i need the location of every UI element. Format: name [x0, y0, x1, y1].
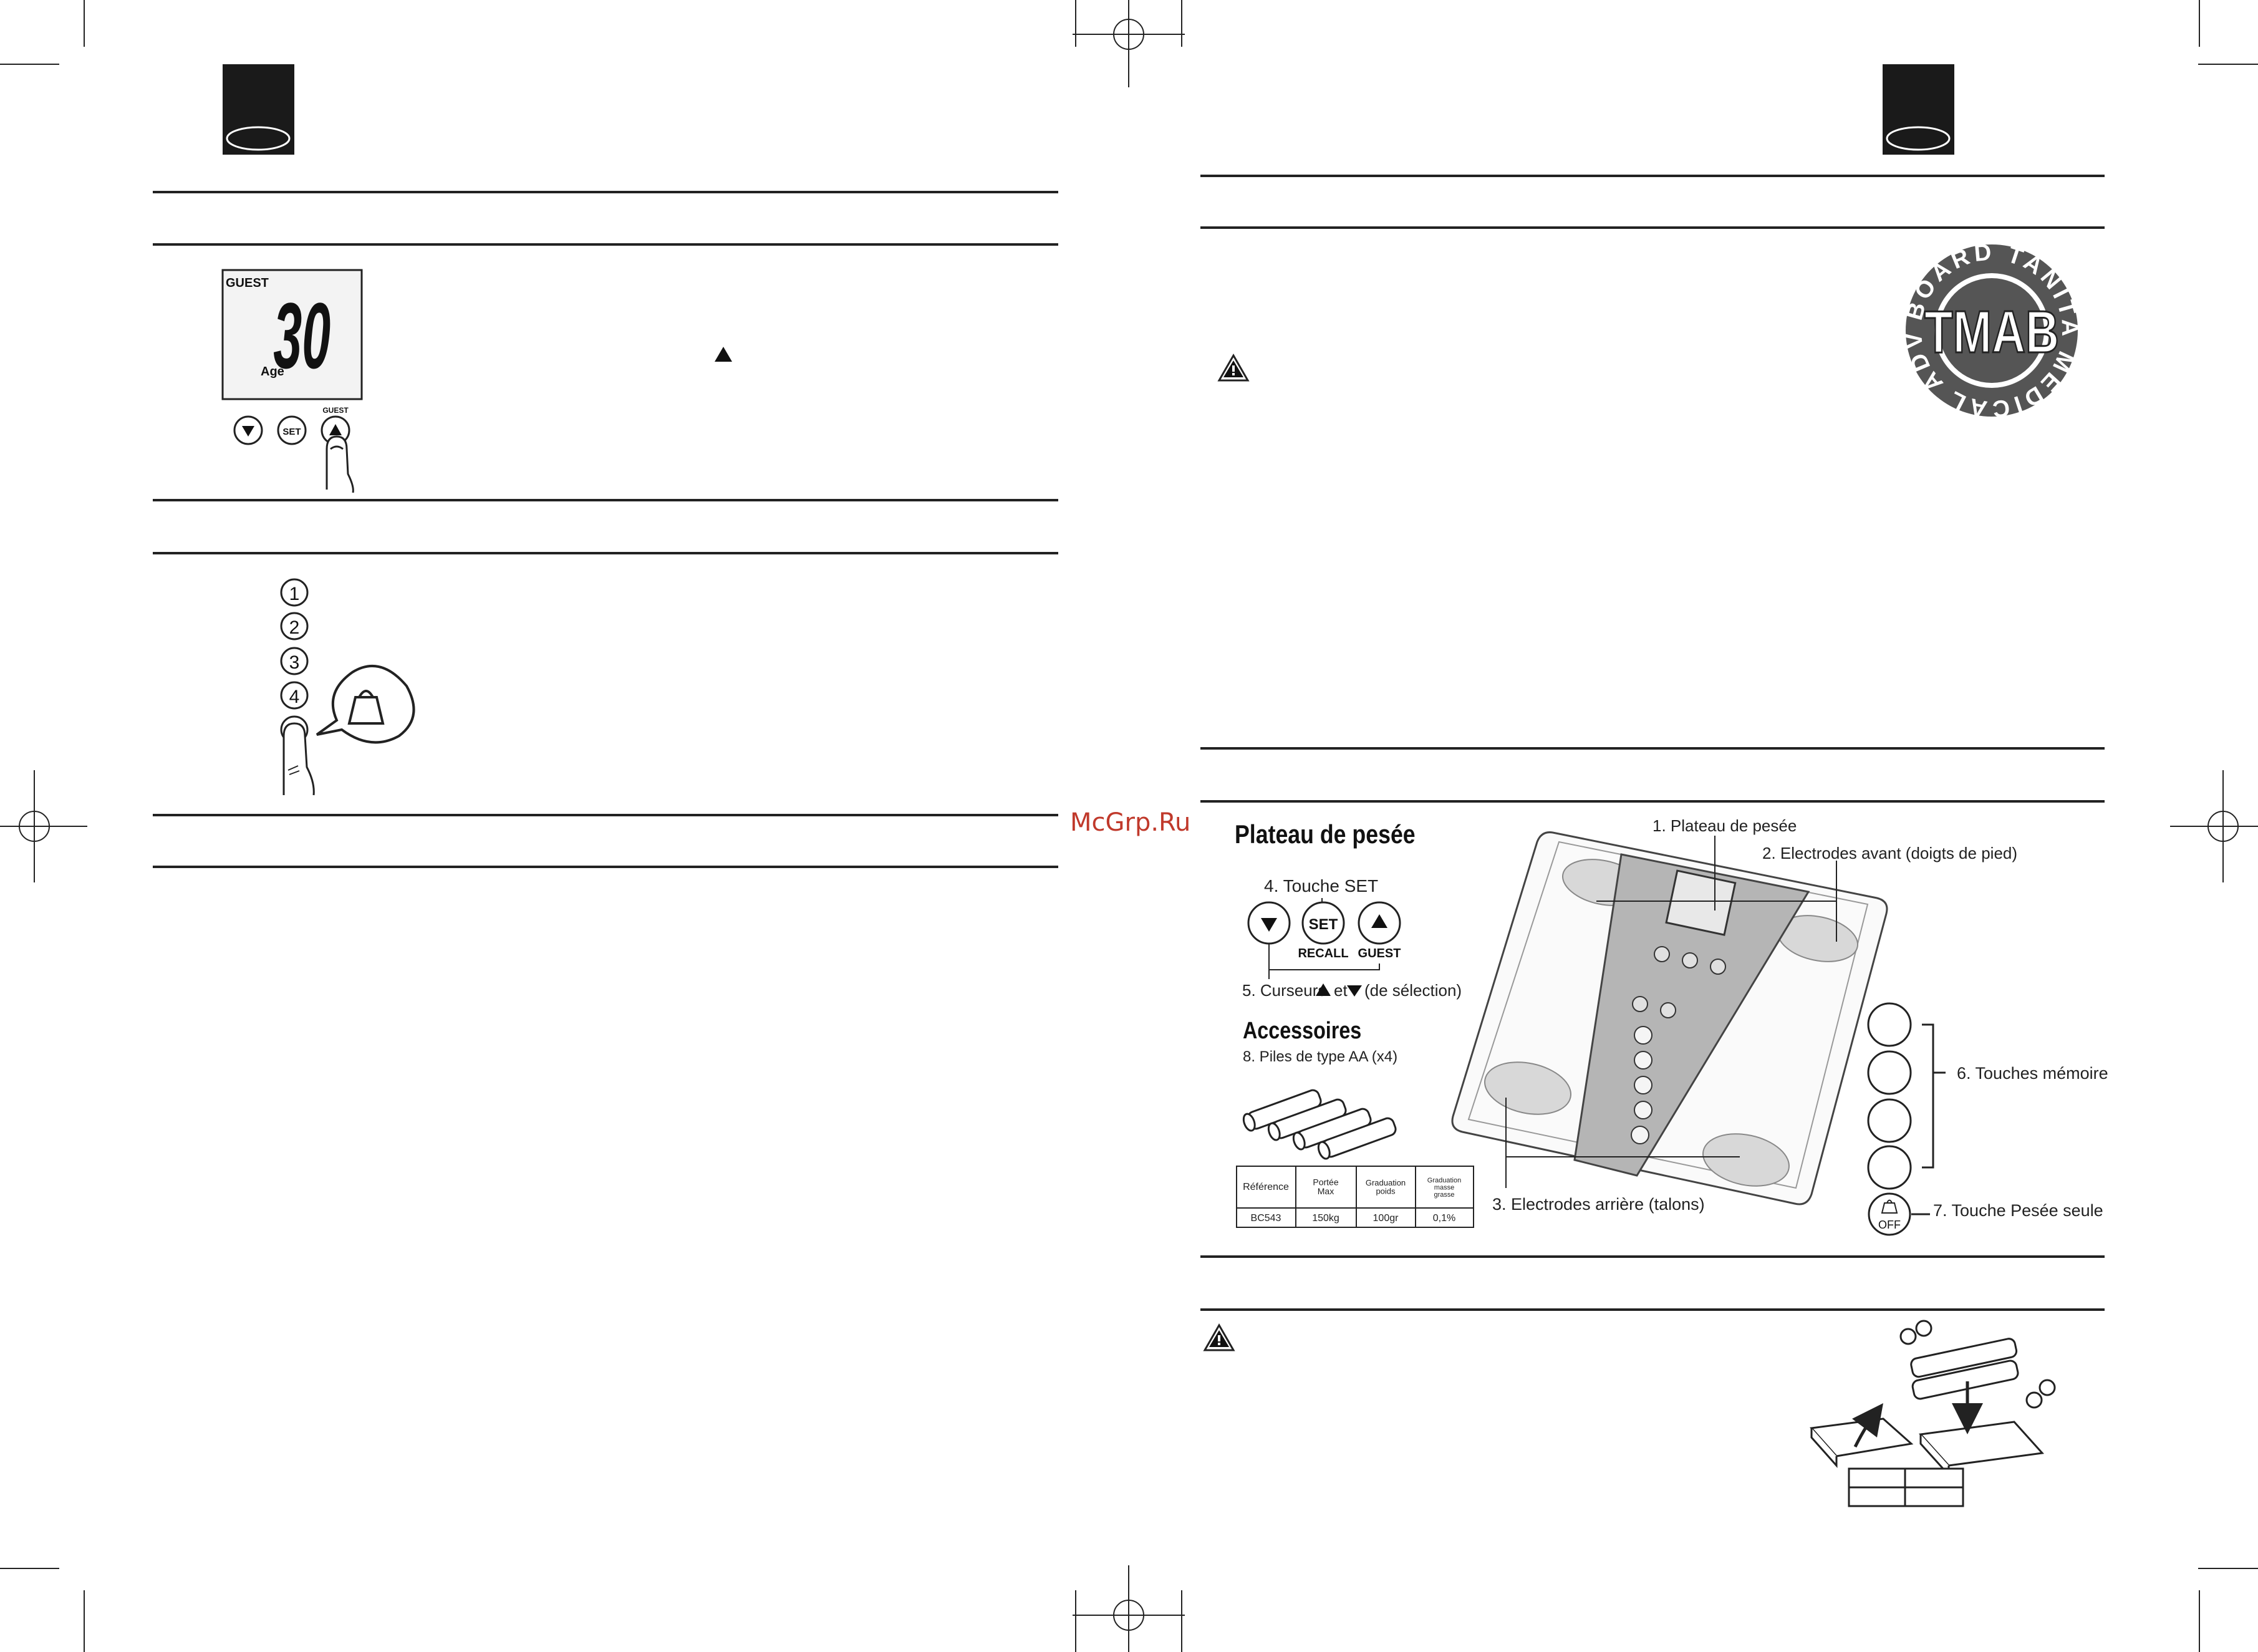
registration-mark-left	[0, 770, 87, 882]
label-front-electrodes: 2. Electrodes avant (doigts de pied)	[1762, 844, 2017, 862]
accessories-item: 8. Piles de type AA (x4)	[1243, 1048, 1397, 1065]
aa-batteries-illustration	[1242, 1089, 1397, 1160]
memory-number-2[interactable]: 2	[280, 612, 309, 640]
battery-install-illustration	[1809, 1320, 2056, 1507]
spec-cell-reference: BC543	[1251, 1213, 1281, 1224]
memory-number-2-label: 2	[289, 617, 300, 638]
finger-pressing-icon	[326, 435, 354, 493]
memory-key-1[interactable]	[1867, 1002, 1912, 1047]
label-cursors: 5. Curseurs et (de sélection)	[1242, 981, 1462, 1000]
warning-icon	[1217, 353, 1250, 382]
accessories-title: Accessoires	[1243, 1018, 1361, 1044]
registration-mark-top	[1073, 0, 1185, 87]
section-rules-right	[1200, 175, 2105, 1311]
section-rules-left	[153, 191, 1058, 868]
memory-number-4-label: 4	[289, 687, 300, 707]
set-recall-button-label: SET	[1309, 916, 1338, 933]
set-button-label: SET	[282, 427, 301, 437]
weigh-only-off-key[interactable]: OFF	[1868, 1192, 1911, 1236]
memory-number-list: 1 2 3 4	[280, 578, 309, 744]
memory-key-2[interactable]	[1867, 1050, 1912, 1095]
memory-number-3-label: 3	[289, 652, 300, 673]
lcd-unit-label: Age	[261, 365, 284, 379]
memory-number-1[interactable]: 1	[280, 578, 309, 607]
cursors-bracket	[1268, 944, 1380, 979]
cursor-up-icon	[1316, 983, 1331, 996]
weight-icon-callout	[316, 664, 415, 744]
off-key-label: OFF	[1878, 1219, 1901, 1231]
scale-leader-lines	[1505, 836, 1837, 1188]
spec-cell-weight-graduation: 100gr	[1373, 1213, 1399, 1224]
label-cursors-text: 5. Curseurs	[1242, 981, 1326, 1000]
memory-key-4[interactable]	[1867, 1145, 1912, 1190]
label-memory-keys: 6. Touches mémoire	[1957, 1064, 2108, 1083]
guest-button-label: GUEST	[322, 406, 349, 415]
memory-number-1-label: 1	[289, 584, 300, 604]
label-weighing-platform: 1. Plateau de pesée	[1652, 816, 1797, 835]
memory-number-4[interactable]: 4	[280, 681, 309, 710]
set-button[interactable]: SET	[277, 415, 307, 445]
up-arrow-icon	[715, 347, 732, 362]
spec-cell-fat-graduation: 0,1%	[1433, 1213, 1455, 1224]
memory-keys	[1867, 1002, 1946, 1190]
label-rear-electrodes: 3. Electrodes arrière (talons)	[1492, 1195, 1705, 1214]
product-section-title: Plateau de pesée	[1235, 820, 1416, 849]
finger-pressing-icon-2	[282, 722, 315, 796]
registration-mark-right	[2170, 770, 2258, 882]
recall-label: RECALL	[1298, 947, 1348, 960]
set-recall-button[interactable]: SET RECALL	[1298, 901, 1349, 960]
lcd-value: 30	[273, 283, 330, 389]
registration-mark-bottom	[1073, 1565, 1185, 1652]
guest-label: GUEST	[1358, 947, 1401, 960]
memory-number-3[interactable]: 3	[280, 647, 309, 675]
warning-icon-batteries	[1203, 1323, 1235, 1351]
cursor-down-icon	[1347, 985, 1362, 997]
language-tab-left	[223, 64, 294, 155]
cursor-up-guest-button[interactable]: GUEST	[1358, 901, 1401, 960]
lcd-mode-label: GUEST	[226, 276, 269, 290]
label-cursors-and: et	[1334, 981, 1348, 1000]
down-button[interactable]	[233, 415, 263, 445]
tmab-center-text: TMAB	[1924, 299, 2059, 365]
language-tab-right	[1883, 64, 1954, 155]
cursor-down-button[interactable]	[1247, 901, 1291, 945]
label-cursors-suffix: (de sélection)	[1364, 981, 1462, 1000]
weight-icon	[347, 690, 385, 725]
watermark: McGrp.Ru	[1070, 808, 1191, 837]
lcd-display: GUEST 30 Age	[221, 269, 363, 400]
memory-key-3[interactable]	[1867, 1098, 1912, 1143]
spec-cell-max: 150kg	[1312, 1213, 1339, 1224]
spec-header-reference: Référence	[1243, 1182, 1289, 1192]
scale-illustration	[1451, 831, 1888, 1205]
label-set-key: 4. Touche SET	[1264, 876, 1378, 896]
label-weigh-only-key: 7. Touche Pesée seule	[1933, 1201, 2103, 1220]
